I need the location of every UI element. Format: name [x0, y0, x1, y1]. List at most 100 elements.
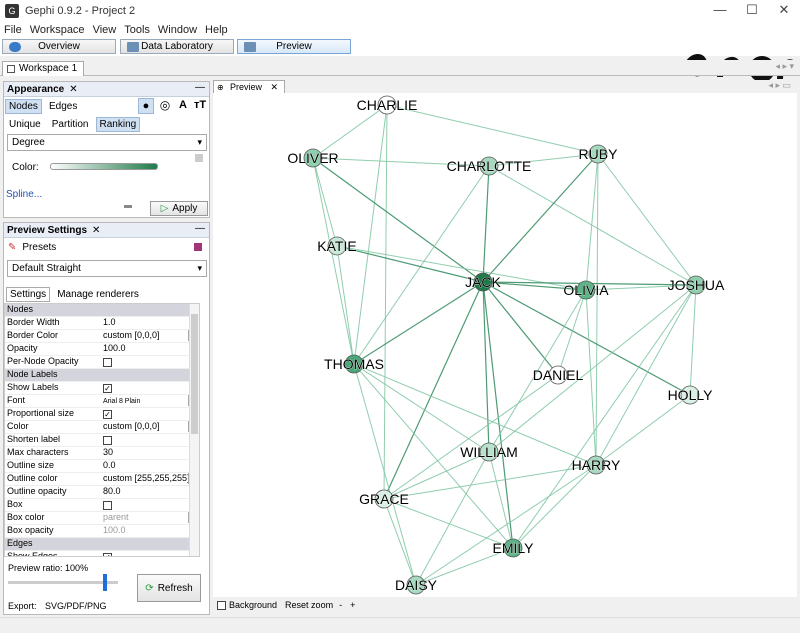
property-checkbox[interactable]	[103, 409, 112, 419]
property-value[interactable]	[101, 499, 199, 511]
menu-view[interactable]: View	[92, 24, 117, 36]
workspace-tab[interactable]: Workspace 1	[2, 61, 85, 76]
property-checkbox[interactable]	[103, 383, 112, 393]
property-value[interactable]: custom [0,0,0]...	[101, 421, 199, 433]
tab-scroll-arrows[interactable]: ◂ ▸ ▾	[775, 61, 794, 71]
property-value[interactable]: Arial 8 Plain...	[101, 395, 199, 407]
property-row[interactable]: Proportional size	[5, 408, 199, 421]
property-value-text: custom [255,255,255]	[103, 473, 190, 483]
preview-tab-bar: ⊕ Preview ✕ ◂ ▸ ▭	[213, 80, 797, 93]
save-preset-icon[interactable]	[194, 243, 202, 251]
preset-select[interactable]: Default Straight ▾	[7, 260, 207, 277]
tab-edges[interactable]: Edges	[48, 101, 78, 112]
edge-jack-grace	[383, 281, 484, 500]
minimize-button[interactable]: —	[713, 2, 727, 17]
palette-icon[interactable]	[195, 154, 203, 162]
overview-button[interactable]: Overview	[2, 39, 116, 54]
tab-nodes[interactable]: Nodes	[5, 99, 42, 114]
menu-help[interactable]: Help	[205, 24, 228, 36]
menu-file[interactable]: File	[4, 24, 22, 36]
menu-tools[interactable]: Tools	[124, 24, 150, 36]
refresh-button[interactable]: ⟳ Refresh	[137, 574, 201, 602]
property-row[interactable]: Box	[5, 499, 199, 512]
menu-workspace[interactable]: Workspace	[29, 24, 85, 36]
spline-link[interactable]: Spline...	[6, 189, 43, 200]
edge-jack-olivia	[482, 281, 587, 291]
property-value[interactable]	[101, 382, 199, 394]
property-value[interactable]	[101, 408, 199, 420]
preview-button[interactable]: Preview	[237, 39, 351, 54]
tab-partition[interactable]: Partition	[51, 119, 89, 130]
zoom-in-button[interactable]: +	[350, 600, 356, 610]
scrollbar-thumb[interactable]	[191, 314, 198, 434]
property-category: Node Labels	[5, 369, 199, 382]
node-daisy	[406, 575, 426, 595]
property-row[interactable]: Show Labels	[5, 382, 199, 395]
property-value[interactable]: custom [255,255,255]...	[101, 473, 199, 485]
preview-settings-minimize-icon[interactable]: —	[195, 223, 205, 234]
preview-tab-close-icon[interactable]: ✕	[270, 82, 279, 92]
preview-settings-close-icon[interactable]: ✕	[92, 224, 101, 236]
tab-manage-renderers[interactable]: Manage renderers	[57, 289, 139, 300]
preview-tab-arrows[interactable]: ◂ ▸ ▭	[768, 80, 791, 90]
property-value[interactable]	[101, 551, 199, 556]
property-value[interactable]: parent...	[101, 512, 199, 524]
apply-button[interactable]: ▷ Apply	[150, 201, 208, 216]
property-value[interactable]	[101, 434, 199, 446]
slider-thumb[interactable]	[103, 574, 108, 591]
export-formats-link[interactable]: SVG/PDF/PNG	[45, 601, 107, 611]
tab-settings[interactable]: Settings	[6, 287, 51, 302]
property-checkbox[interactable]	[103, 435, 112, 445]
property-checkbox[interactable]	[103, 500, 112, 510]
color-palette-icon[interactable]: ●	[138, 98, 154, 114]
property-checkbox[interactable]	[103, 552, 112, 556]
data-laboratory-button[interactable]: Data Laboratory	[120, 39, 234, 54]
auto-apply-icon[interactable]	[124, 205, 132, 208]
property-value[interactable]: 30	[101, 447, 199, 459]
preview-ratio-slider[interactable]	[8, 574, 118, 591]
tab-unique[interactable]: Unique	[9, 119, 41, 130]
reset-zoom-link[interactable]: Reset zoom	[285, 600, 334, 610]
node-label-emily: EMILY	[493, 540, 535, 556]
properties-scrollbar[interactable]	[189, 304, 199, 556]
property-value[interactable]: 100.0	[101, 525, 199, 537]
zoom-out-button[interactable]: -	[339, 600, 343, 610]
maximize-button[interactable]: ☐	[746, 2, 758, 17]
background-checkbox[interactable]	[217, 601, 226, 610]
property-checkbox[interactable]	[103, 357, 112, 367]
label-size-icon[interactable]: ᴛT	[193, 99, 207, 111]
property-row[interactable]: Per-Node Opacity	[5, 356, 199, 369]
node-katie	[327, 236, 347, 256]
property-value[interactable]: 1.0	[101, 317, 199, 329]
property-value[interactable]: 0.0	[101, 460, 199, 472]
presets-row[interactable]: ✎ Presets	[8, 242, 56, 253]
preview-tab[interactable]: ⊕ Preview ✕	[213, 80, 286, 93]
property-value[interactable]	[101, 356, 199, 368]
tab-ranking[interactable]: Ranking	[95, 117, 141, 132]
ranking-attribute-select[interactable]: Degree ▾	[7, 134, 207, 151]
property-row[interactable]: Shorten label	[5, 434, 199, 447]
property-value[interactable]: custom [0,0,0]...	[101, 330, 199, 342]
menu-window[interactable]: Window	[157, 24, 198, 36]
label-color-icon[interactable]: A	[179, 99, 187, 111]
close-button[interactable]: ✕	[778, 2, 790, 17]
property-value[interactable]: 80.0	[101, 486, 199, 498]
size-icon[interactable]: ◎	[159, 98, 171, 112]
color-gradient-slider[interactable]	[50, 163, 158, 170]
appearance-minimize-icon[interactable]: —	[195, 82, 205, 93]
property-row[interactable]: Show Edges	[5, 551, 199, 556]
appearance-close-icon[interactable]: ✕	[69, 83, 78, 95]
property-value[interactable]: 100.0	[101, 343, 199, 355]
